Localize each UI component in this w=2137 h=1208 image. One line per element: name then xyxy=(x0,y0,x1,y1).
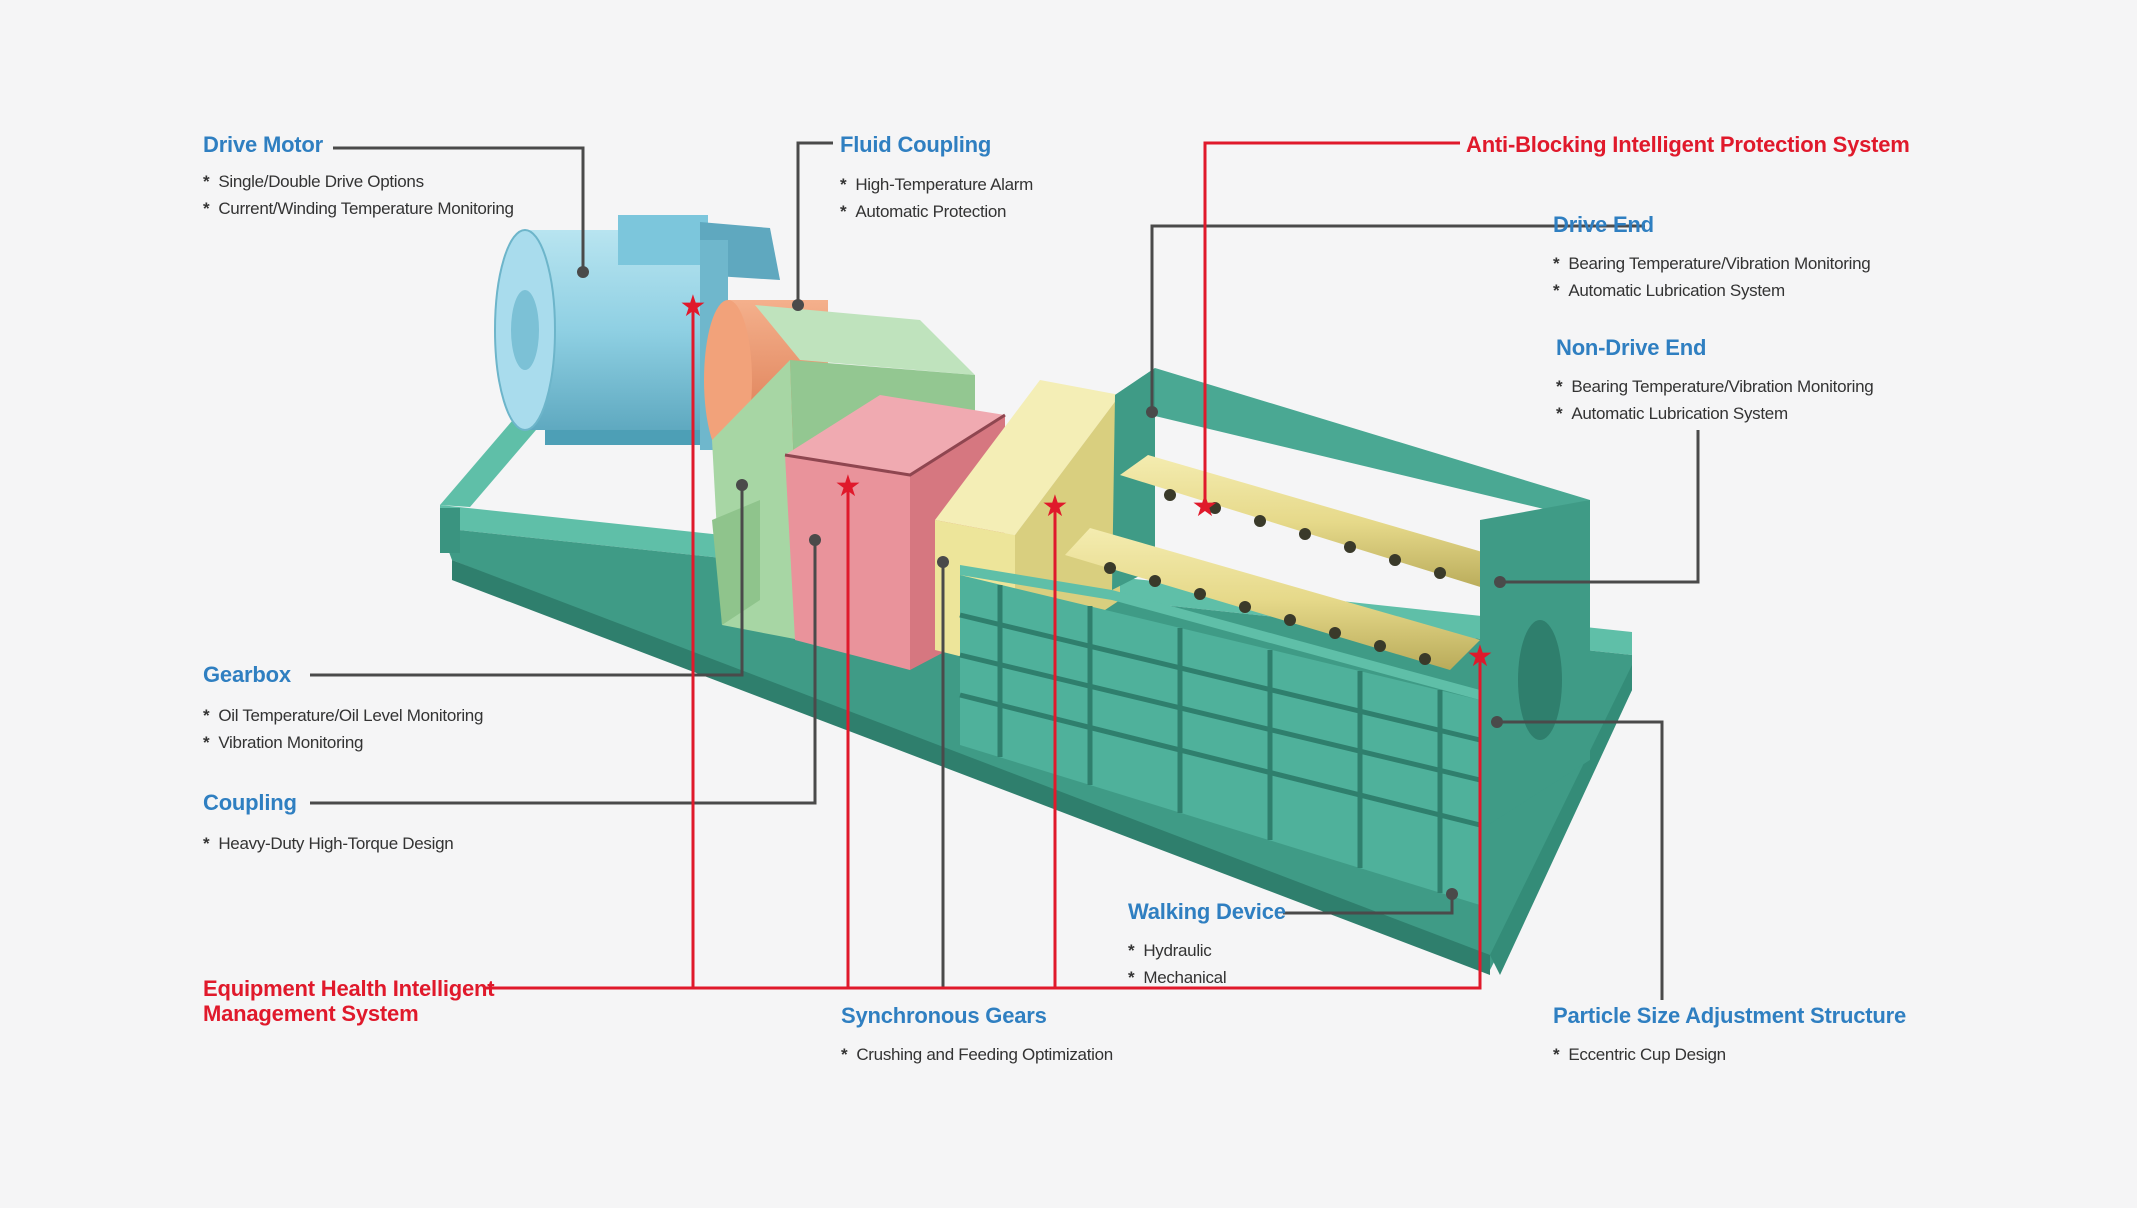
leader-non-drive-end xyxy=(1500,430,1700,584)
list-item: Current/Winding Temperature Monitoring xyxy=(203,195,514,222)
crusher-front-rim xyxy=(960,565,1480,700)
gear-cover-top xyxy=(785,395,1005,475)
title-drive-end: Drive End xyxy=(1553,212,1654,237)
title-particle-size: Particle Size Adjustment Structure xyxy=(1553,1003,1907,1028)
crusher-ribs xyxy=(959,585,1481,893)
title-anti-blocking: Anti-Blocking Intelligent Protection Sys… xyxy=(1466,132,1910,157)
gear-cover-rim xyxy=(784,413,1006,477)
title-coupling: Coupling xyxy=(203,790,297,815)
label-fluid-coupling: Fluid Coupling High-Temperature Alarm Au… xyxy=(840,132,1033,225)
base-frame-right-rail xyxy=(1490,665,1632,975)
list-item: Automatic Lubrication System xyxy=(1553,277,1870,304)
motor-terminal-box xyxy=(618,215,708,265)
crusher-rollers xyxy=(1065,455,1510,670)
list-item: Hydraulic xyxy=(1128,937,1286,964)
star-icon: ★ xyxy=(1467,639,1494,674)
adjustment-disc xyxy=(1518,620,1562,740)
list-item: Single/Double Drive Options xyxy=(203,168,514,195)
crusher-box xyxy=(959,368,1590,905)
leader-drive-motor xyxy=(333,146,585,272)
star-icon: ★ xyxy=(1042,489,1069,524)
leader-walking xyxy=(1283,894,1454,915)
list-item: Automatic Protection xyxy=(840,198,1033,225)
title-equipment-health-line2: Management System xyxy=(203,1001,419,1026)
label-anti-blocking: Anti-Blocking Intelligent Protection Sys… xyxy=(1466,132,1910,158)
gearbox-top xyxy=(755,305,975,375)
label-non-drive-end: Non-Drive End Bearing Temperature/Vibrat… xyxy=(1556,335,1874,427)
drive-motor xyxy=(494,215,780,450)
leader-coupling xyxy=(310,540,817,805)
star-icon: ★ xyxy=(1192,489,1219,524)
red-health-bus xyxy=(485,655,1482,990)
roller-front xyxy=(1065,528,1480,670)
gearbox-lower xyxy=(712,500,760,625)
list-item: High-Temperature Alarm xyxy=(840,171,1033,198)
list-item: Heavy-Duty High-Torque Design xyxy=(203,830,453,857)
star-icon: ★ xyxy=(835,469,862,504)
list-item: Crushing and Feeding Optimization xyxy=(841,1041,1113,1068)
list-item: Vibration Monitoring xyxy=(203,729,483,756)
list-item: Eccentric Cup Design xyxy=(1553,1041,1906,1068)
label-walking-device: Walking Device Hydraulic Mechanical xyxy=(1128,899,1286,991)
leader-dots xyxy=(577,266,1506,900)
label-drive-end: Drive End Bearing Temperature/Vibration … xyxy=(1553,212,1871,304)
label-coupling: Coupling Heavy-Duty High-Torque Design xyxy=(203,790,454,857)
title-synchronous-gears: Synchronous Gears xyxy=(841,1003,1047,1028)
title-gearbox: Gearbox xyxy=(203,662,291,687)
title-non-drive-end: Non-Drive End xyxy=(1556,335,1707,360)
label-synchronous-gears: Synchronous Gears Crushing and Feeding O… xyxy=(841,1003,1113,1068)
leader-gearbox xyxy=(310,485,744,677)
base-left-end xyxy=(440,508,460,553)
base-frame-bottom-rail xyxy=(452,560,1490,975)
red-anti-blocking xyxy=(1203,141,1460,505)
label-drive-motor: Drive Motor Single/Double Drive Options … xyxy=(203,132,514,222)
leader-particle xyxy=(1497,720,1664,1000)
title-fluid-coupling: Fluid Coupling xyxy=(840,132,992,157)
title-drive-motor: Drive Motor xyxy=(203,132,324,157)
label-equipment-health: Equipment Health Intelligent Management … xyxy=(203,976,495,1026)
list-item: Oil Temperature/Oil Level Monitoring xyxy=(203,702,483,729)
list-item: Bearing Temperature/Vibration Monitoring xyxy=(1556,373,1873,400)
leader-fluid-coupling xyxy=(796,141,833,305)
title-equipment-health-line1: Equipment Health Intelligent xyxy=(203,976,495,1001)
motor-end-hub xyxy=(511,290,539,370)
red-stars: ★ ★ ★ ★ ★ xyxy=(680,289,1494,674)
red-system-lines xyxy=(485,141,1482,990)
roller-teeth xyxy=(1104,489,1446,665)
list-item: Automatic Lubrication System xyxy=(1556,400,1873,427)
label-gearbox: Gearbox Oil Temperature/Oil Level Monito… xyxy=(203,662,483,756)
list-item: Bearing Temperature/Vibration Monitoring xyxy=(1553,250,1870,277)
crusher-back-wall xyxy=(1115,368,1590,520)
leader-lines xyxy=(310,141,1700,1000)
sync-top xyxy=(935,380,1120,535)
star-icon: ★ xyxy=(680,289,707,324)
label-particle-size: Particle Size Adjustment Structure Eccen… xyxy=(1553,1003,1906,1068)
title-walking-device: Walking Device xyxy=(1128,899,1286,924)
leader-drive-end xyxy=(1150,224,1645,412)
list-item: Mechanical xyxy=(1128,964,1286,991)
roller-back xyxy=(1120,455,1510,590)
